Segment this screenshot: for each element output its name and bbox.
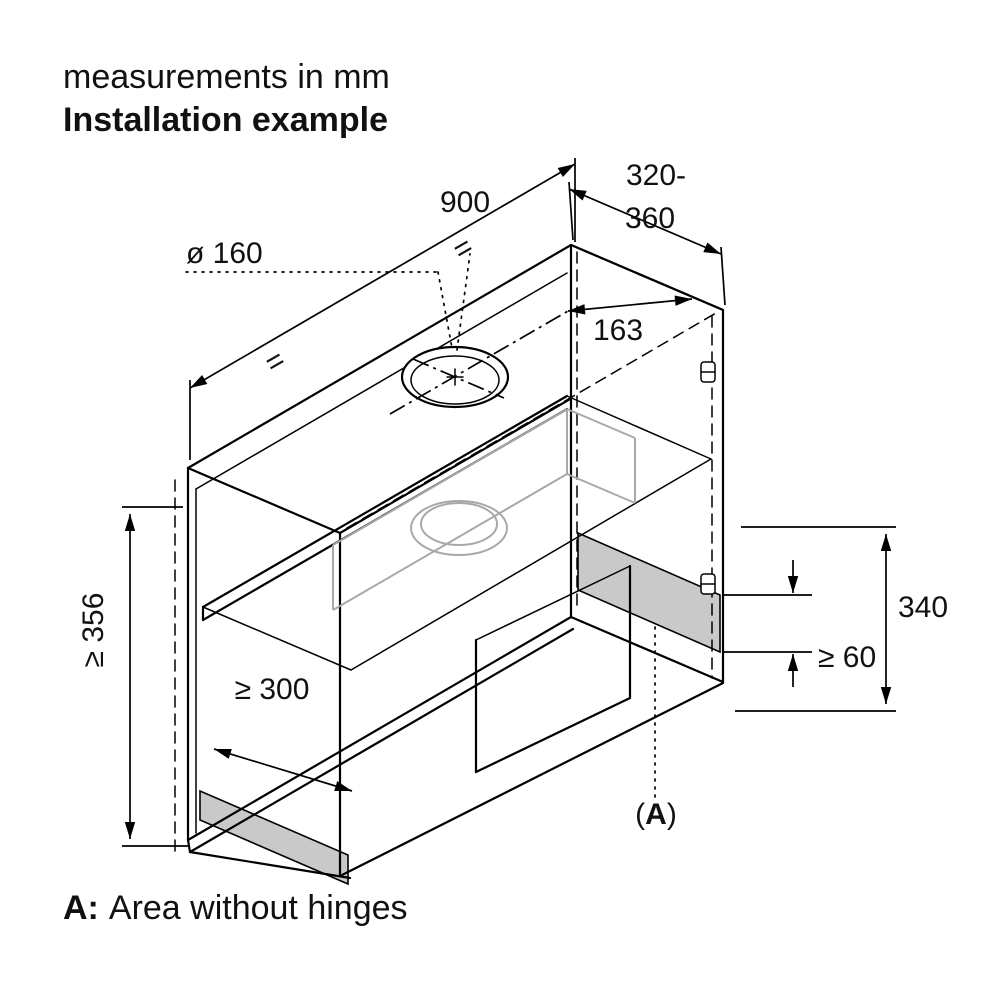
area-label: (A) [635, 798, 677, 831]
cabinet-edge-line [188, 850, 352, 880]
hood-unit [332, 408, 636, 611]
hood-collar-outer [410, 500, 508, 556]
cabinet-edge-line [338, 681, 725, 878]
header: measurements in mm Installation example [63, 58, 390, 139]
dimension-label-depth-2: 360 [625, 202, 675, 235]
area-marker: (A) [635, 621, 677, 831]
hinge-mark-bottom [700, 573, 716, 595]
legend-text: A: Area without hinges [63, 889, 408, 927]
equal-mark: = [259, 343, 291, 380]
extension-line [720, 246, 726, 306]
dimension-label-front-height: ≥ 356 [77, 593, 110, 668]
cabinet-edge-line [186, 615, 573, 842]
hood-line [332, 473, 568, 611]
hinge-free-area-left [199, 789, 349, 886]
shelf-line [350, 458, 712, 671]
hood-line [566, 473, 636, 504]
equal-mark: = [447, 230, 479, 267]
dimension-label-width: 900 [440, 186, 490, 219]
legend-body: Area without hinges [109, 889, 408, 927]
shelf-line [201, 394, 569, 609]
dimension-label-diameter: ø 160 [186, 237, 263, 270]
shelf-line [566, 395, 712, 460]
dimension-label-depth-1: 320- [626, 159, 686, 192]
dimension-line [189, 163, 576, 389]
dimension-label-bottom-depth: ≥ 300 [235, 673, 310, 706]
area-label-close: ) [667, 798, 677, 831]
dimension-label-offset: 163 [593, 314, 643, 347]
dotted-leader [456, 253, 471, 351]
hinge-mark-top [700, 361, 716, 383]
units-note: measurements in mm [63, 58, 390, 96]
dotted-leader [437, 271, 453, 349]
dimension-hole-diameter: ø 160 [185, 237, 453, 349]
dimension-hinge-free-60: ≥ 60 [724, 560, 876, 687]
dimension-line [213, 748, 353, 792]
dimension-label-hinge-free: ≥ 60 [818, 641, 876, 674]
dimension-depth-320-360: 320- 360 [568, 159, 726, 306]
hood-line [566, 408, 636, 439]
legend-prefix: A: [63, 889, 99, 927]
dimension-hood-height-340: 340 [735, 526, 948, 712]
dimension-front-height: ≥ 356 [77, 506, 190, 847]
area-label-letter: A [645, 798, 667, 831]
shelf-line [202, 606, 352, 671]
dimension-label-hood-height: 340 [898, 591, 948, 624]
diagram-title: Installation example [63, 101, 388, 139]
hood-line [332, 408, 568, 546]
dimension-width-900: 900 = = [189, 158, 576, 460]
dimension-line [568, 188, 722, 255]
footer-note: A: Area without hinges [63, 889, 408, 927]
lower-box-line [475, 565, 631, 641]
dimension-bottom-depth: ≥ 300 [213, 673, 353, 792]
cabinet-edge-line [188, 627, 575, 854]
dimension-line [567, 295, 693, 315]
dimension-hole-offset-163: 163 [567, 295, 693, 347]
lower-box-line [474, 696, 632, 774]
hinge-free-area-right [577, 531, 721, 654]
hood-collar-inner [420, 502, 498, 546]
area-label-open: ( [635, 798, 645, 831]
